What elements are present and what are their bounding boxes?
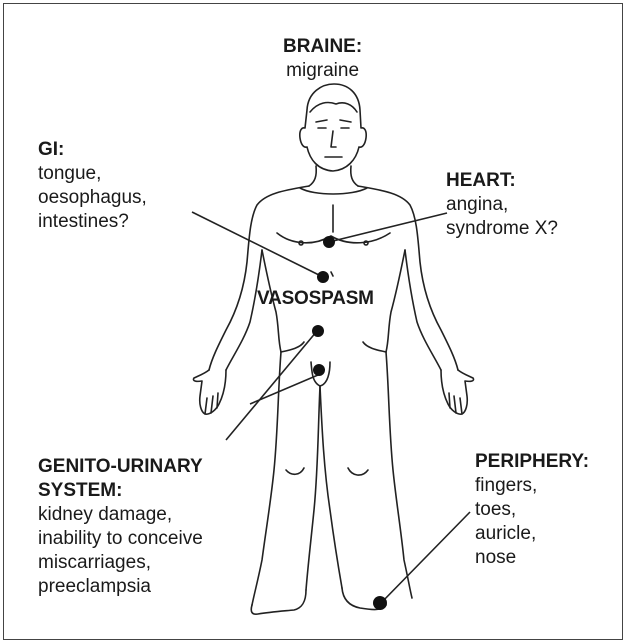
- genito-dot-lower: [313, 364, 325, 376]
- periphery-item-3: auricle,: [475, 522, 589, 546]
- genito-leader-1: [226, 331, 317, 440]
- toe-dot: [373, 596, 387, 610]
- genito-item-3: miscarriages,: [38, 551, 203, 575]
- vasospasm-label: VASOSPASM: [257, 288, 374, 310]
- periphery-heading: PERIPHERY:: [475, 450, 589, 474]
- genito-dot-upper: [312, 325, 324, 337]
- periphery-item-4: nose: [475, 546, 589, 570]
- genito-item-4: preeclampsia: [38, 575, 203, 599]
- gi-item-3: intestines?: [38, 210, 147, 234]
- heart-leader: [329, 213, 447, 242]
- gi-item-2: oesophagus,: [38, 186, 147, 210]
- genito-label: GENITO-URINARY SYSTEM: kidney damage, in…: [38, 455, 203, 599]
- brain-label: BRAINE: migraine: [283, 35, 362, 83]
- genito-leader-2: [250, 375, 318, 404]
- periphery-item-1: fingers,: [475, 474, 589, 498]
- head-outline: [300, 84, 366, 171]
- gi-heading: GI:: [38, 138, 147, 162]
- heart-item-2: syndrome X?: [446, 217, 558, 241]
- gi-item-1: tongue,: [38, 162, 147, 186]
- genito-item-2: inability to conceive: [38, 527, 203, 551]
- periphery-item-2: toes,: [475, 498, 589, 522]
- gi-label: GI: tongue, oesophagus, intestines?: [38, 138, 147, 234]
- periphery-label: PERIPHERY: fingers, toes, auricle, nose: [475, 450, 589, 570]
- genito-item-1: kidney damage,: [38, 503, 203, 527]
- periphery-leader: [381, 512, 470, 603]
- heart-dot: [323, 236, 335, 248]
- heart-heading: HEART:: [446, 169, 558, 193]
- heart-label: HEART: angina, syndrome X?: [446, 169, 558, 241]
- brain-heading: BRAINE:: [283, 35, 362, 59]
- gi-dot: [317, 271, 329, 283]
- brain-item-1: migraine: [283, 59, 362, 83]
- genito-heading-1: GENITO-URINARY: [38, 455, 203, 479]
- heart-item-1: angina,: [446, 193, 558, 217]
- genito-heading-2: SYSTEM:: [38, 479, 203, 503]
